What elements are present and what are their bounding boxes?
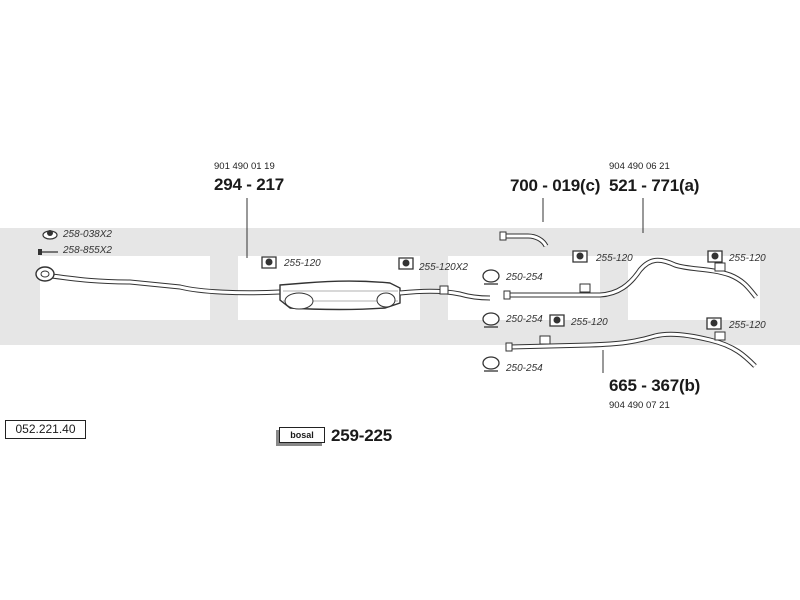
hanger-icon-b-front	[549, 314, 565, 327]
hanger-b-rear-label: 255-120	[729, 320, 766, 331]
clamp-front-pipe-label: 255-120	[284, 258, 321, 269]
front-pipe-part-number: 294 - 217	[214, 175, 285, 194]
connector-pipe	[499, 231, 549, 248]
clamp-ring-icon-top	[482, 269, 500, 285]
rear-pipe-a	[503, 257, 758, 300]
hanger-icon-b-rear	[706, 317, 722, 330]
gasket-icon	[42, 230, 58, 240]
clamp-ring-icon-bottom	[482, 356, 500, 372]
rear-pipe-b-part-number: 665 - 367(b)	[609, 376, 701, 395]
clamp-ring-icon-mid	[482, 312, 500, 328]
bolt-front-label: 258-855X2	[63, 245, 112, 256]
hanger-a-rear-label: 255-120	[729, 253, 766, 264]
hanger-b-front-label: 255-120	[571, 317, 608, 328]
front-pipe	[35, 266, 281, 296]
hanger-icon-center	[398, 257, 414, 270]
bosal-watermark	[0, 228, 800, 345]
clamp-ring-bottom-label: 250-254	[506, 363, 543, 374]
hanger-icon-front	[261, 256, 277, 269]
rear-pipe-b	[505, 331, 757, 368]
assembly-kit-part-number: 259-225	[331, 426, 392, 445]
bolt-icon	[38, 249, 58, 255]
muffler	[279, 280, 401, 311]
rear-pipe-a-oe-number: 904 490 06 21	[609, 161, 670, 172]
hanger-icon-a-rear	[707, 250, 723, 263]
connector-part-number: 700 - 019(c)	[510, 176, 601, 195]
bosal-logo: bosal	[279, 427, 325, 443]
rear-pipe-a-part-number: 521 - 771(a)	[609, 176, 700, 195]
front-pipe-oe-number: 901 490 01 19	[214, 161, 275, 172]
rear-pipe-b-oe-number: 904 490 07 21	[609, 400, 670, 411]
hanger-a-front-label: 255-120	[596, 253, 633, 264]
hanger-icon-a-front	[572, 250, 588, 263]
leader-lines	[246, 198, 644, 373]
gasket-front-label: 258-038X2	[63, 229, 112, 240]
diagram-code: 052.221.40	[5, 420, 86, 439]
clamp-ring-top-label: 250-254	[506, 272, 543, 283]
muffler-outlet-pipe	[399, 285, 491, 301]
clamp-center-label: 255-120X2	[419, 262, 468, 273]
clamp-ring-mid-label: 250-254	[506, 314, 543, 325]
